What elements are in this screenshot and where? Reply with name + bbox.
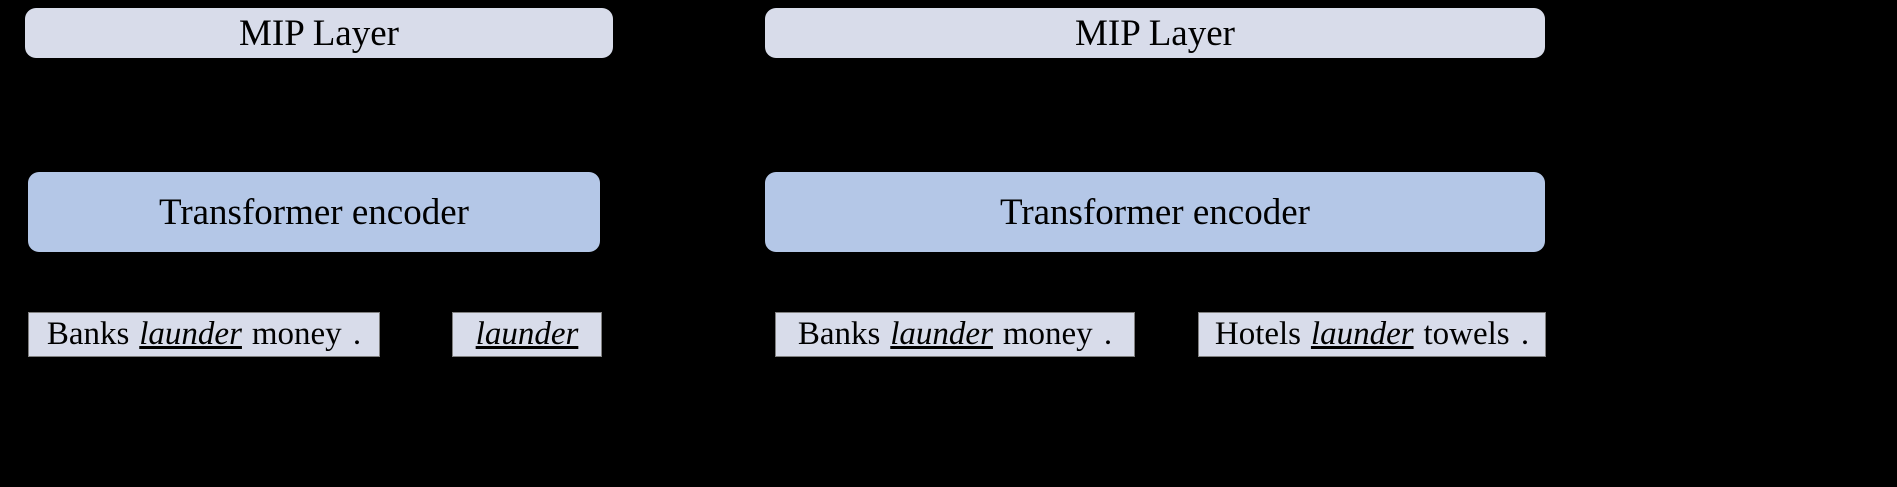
token-target-word: launder [475, 316, 579, 352]
connector-right-b [1372, 58, 1374, 172]
token-target-word: launder [1310, 316, 1414, 352]
token-word: money [251, 316, 342, 352]
connector-left-a [195, 58, 197, 172]
token-target-word: launder [139, 316, 242, 352]
token-word: . [1520, 316, 1530, 352]
encoder-label-right: Transformer encoder [1000, 191, 1310, 233]
token-target-word: launder [890, 316, 993, 352]
connector-left-c [195, 252, 197, 312]
token-word: Banks [797, 316, 881, 352]
encoder-box-left: Transformer encoder [28, 172, 600, 252]
token-word: . [352, 316, 362, 352]
connector-left-b [522, 58, 524, 172]
token-word: towels [1423, 316, 1510, 352]
connector-right-a [942, 58, 944, 172]
mip-layer-box-right: MIP Layer [765, 8, 1545, 58]
connector-right-c [942, 252, 944, 312]
token-sequence: launder [476, 318, 579, 351]
encoder-box-right: Transformer encoder [765, 172, 1545, 252]
token-word: Banks [46, 316, 130, 352]
token-word: money [1002, 316, 1093, 352]
input-token-box-left-word[interactable]: launder [452, 312, 602, 357]
token-word: Hotels [1214, 316, 1302, 352]
mip-layer-label-right: MIP Layer [1075, 12, 1235, 54]
connector-left-d [522, 252, 524, 312]
encoder-label-left: Transformer encoder [159, 191, 469, 233]
mip-layer-label-left: MIP Layer [239, 12, 399, 54]
connector-right-d [1372, 252, 1374, 312]
mip-layer-box-left: MIP Layer [25, 8, 613, 58]
token-word: . [1103, 316, 1113, 352]
